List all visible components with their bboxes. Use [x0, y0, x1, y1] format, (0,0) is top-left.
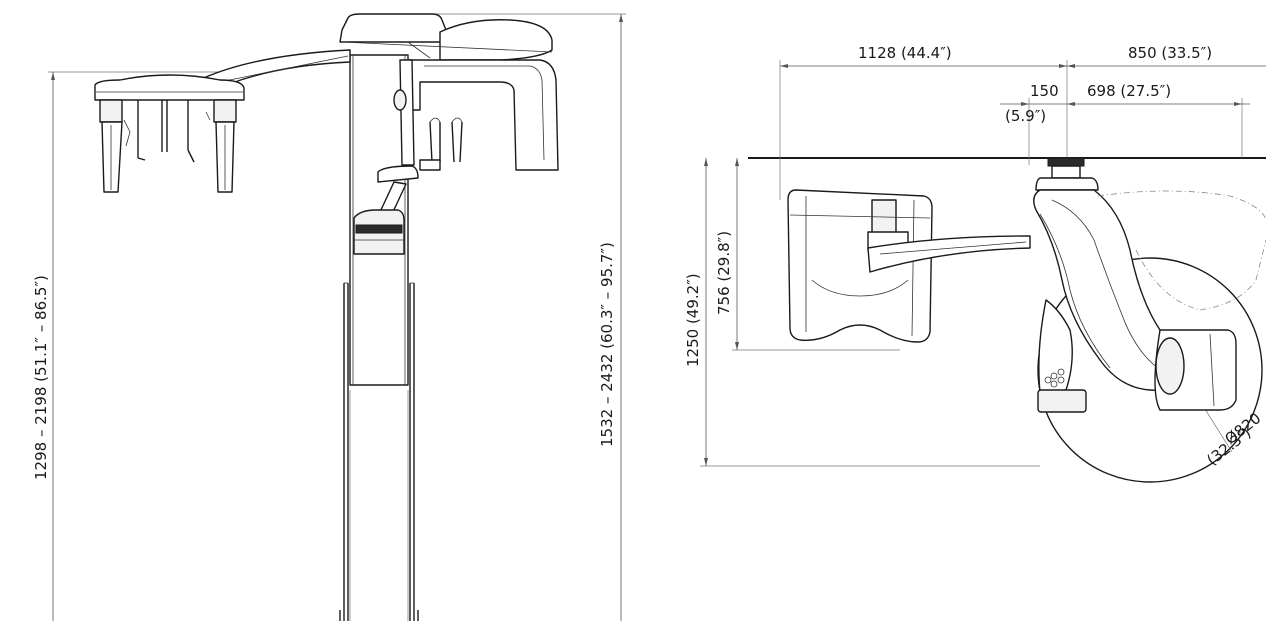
offset-mm-label: 150 — [1030, 82, 1059, 100]
sensor-vent-icon — [1044, 368, 1065, 388]
ceph-depth-label: 756 (29.8″) — [715, 231, 733, 315]
ceph-arm-top — [867, 235, 1031, 273]
ceph-height-label: 1298 – 2198 (51.1″ – 86.5″) — [32, 275, 50, 480]
wall-mount — [1035, 157, 1099, 191]
ceph-height-dimension: 1298 – 2198 (51.1″ – 86.5″) — [32, 71, 240, 621]
cephalostat — [94, 74, 245, 193]
rotating-arm — [393, 59, 559, 171]
ceph-head-top — [787, 189, 933, 343]
offset-dimensions: 150 (5.9″) 698 (27.5″) — [1000, 82, 1250, 165]
top-view: 1128 (44.4″) 850 (33.5″) 150 (5.9″) 698 … — [684, 44, 1266, 483]
chin-rest — [353, 117, 463, 255]
width-dimensions: 1128 (44.4″) 850 (33.5″) — [779, 44, 1266, 200]
top-carriage — [339, 13, 553, 61]
total-height-label: 1532 – 2432 (60.3″ – 95.7″) — [598, 242, 616, 447]
depth-dimensions: 756 (29.8″) 1250 (49.2″) — [684, 158, 1040, 467]
ceph-arm-width-label: 1128 (44.4″) — [858, 44, 952, 62]
total-height-dimension: 1532 – 2432 (60.3″ – 95.7″) — [420, 13, 626, 621]
head-width-label: 850 (33.5″) — [1128, 44, 1212, 62]
rotating-arm-top — [1033, 189, 1237, 413]
total-depth-label: 1250 (49.2″) — [684, 273, 702, 367]
head-reach-label: 698 (27.5″) — [1087, 82, 1171, 100]
alternate-position-outline — [1097, 190, 1266, 311]
front-view: 1298 – 2198 (51.1″ – 86.5″) 1532 – 2432 … — [32, 13, 626, 621]
offset-in-label: (5.9″) — [1005, 107, 1046, 125]
